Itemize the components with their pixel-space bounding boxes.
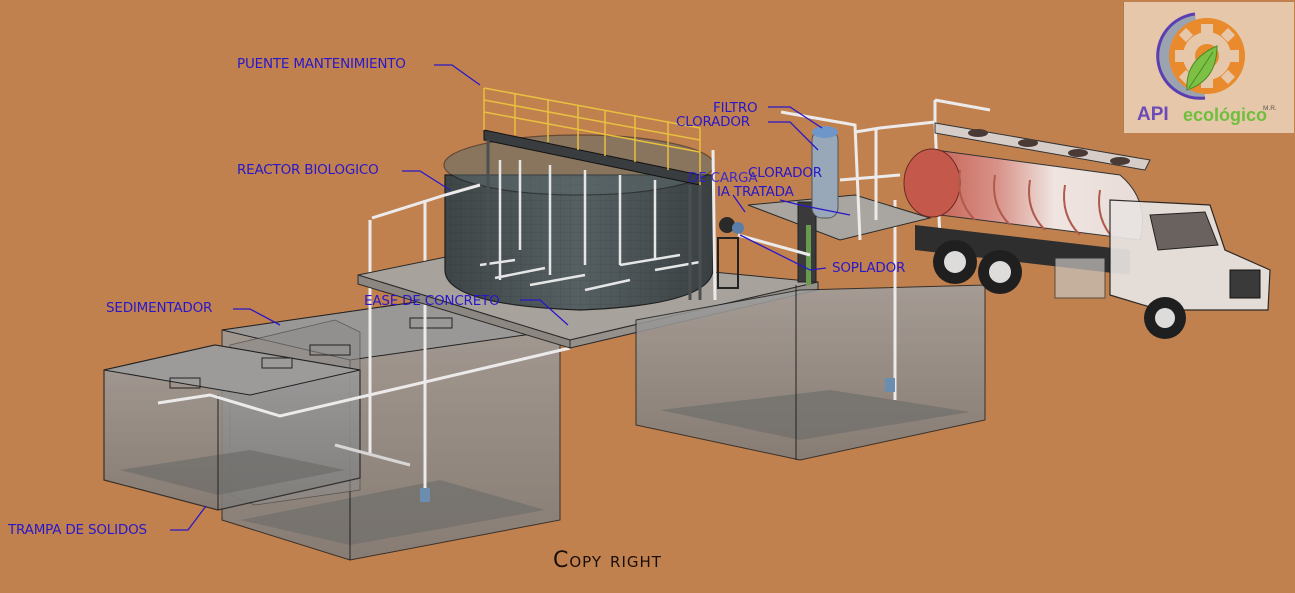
label-soplador: SOPLADOR <box>832 260 906 276</box>
logo-trademark: M.R. <box>1263 105 1277 112</box>
copyright-text: Copy right <box>553 548 662 573</box>
treated-water-cistern <box>635 194 986 461</box>
label-sedimentador: SEDIMENTADOR <box>106 300 213 316</box>
label-descarga: DE CARGA <box>688 170 758 186</box>
truck-wheels <box>933 240 1186 339</box>
logo-brand-api: API <box>1137 104 1169 125</box>
label-clorador-top: CLORADOR <box>676 114 750 130</box>
tanker-truck <box>903 122 1271 339</box>
maintenance-railing <box>483 87 701 185</box>
label-agua-tratada: IA TRATADA <box>717 184 794 200</box>
leader-lines <box>170 64 851 531</box>
reactor-tank <box>371 87 717 311</box>
label-base-concreto: EASE DE CONCRETO <box>364 293 500 309</box>
blower-and-chlorinator <box>717 98 991 289</box>
label-trampa-solidos: TRAMPA DE SOLIDOS <box>8 522 147 538</box>
label-filtro: FILTRO <box>713 100 758 116</box>
label-reactor-biologico: REACTOR BIOLOGICO <box>237 162 379 178</box>
logo-brand-ecologico: ecológico <box>1183 105 1268 125</box>
sedimentador-tanks <box>103 200 571 561</box>
label-clorador-lower: CLORADOR <box>748 165 822 181</box>
gear-leaf-icon <box>1156 12 1245 100</box>
label-puente-mantenimiento: PUENTE MANTENIMIENTO <box>237 56 406 72</box>
